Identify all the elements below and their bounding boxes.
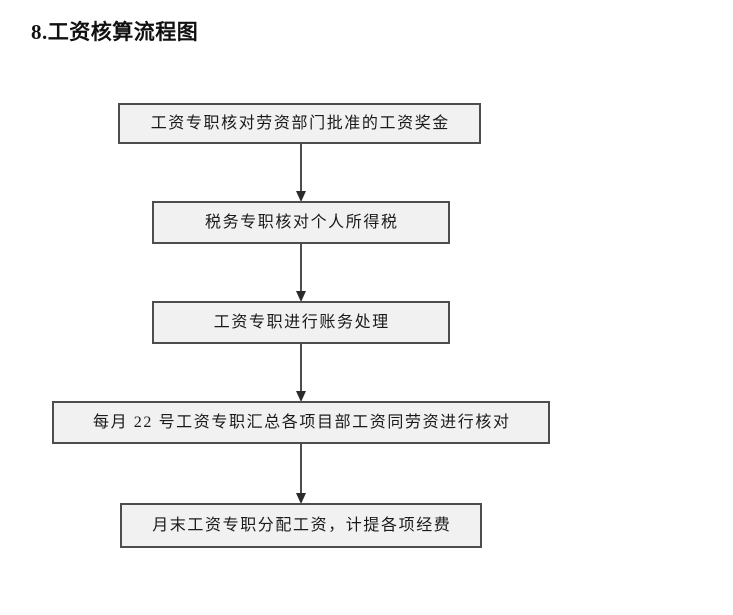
flow-node-step-3: 工资专职进行账务处理 [152,301,450,344]
flow-connector-step-4-to-step-5 [296,444,307,504]
arrow-down-icon [296,291,306,302]
flow-connector-step-2-to-step-3 [296,244,307,302]
page-title: 8.工资核算流程图 [31,20,199,44]
connector-line [300,444,302,494]
arrow-down-icon [296,191,306,202]
flow-node-label: 月末工资专职分配工资，计提各项经费 [152,516,452,534]
flow-node-label: 每月 22 号工资专职汇总各项目部工资同劳资进行核对 [92,413,511,431]
flow-node-label: 税务专职核对个人所得税 [204,213,399,231]
flow-node-step-1: 工资专职核对劳资部门批准的工资奖金 [118,103,481,144]
flow-node-step-2: 税务专职核对个人所得税 [152,201,450,244]
flow-connector-step-3-to-step-4 [296,344,307,402]
connector-line [300,344,302,392]
flow-connector-step-1-to-step-2 [296,144,307,202]
connector-line [300,244,302,292]
arrow-down-icon [296,493,306,504]
flow-node-label: 工资专职核对劳资部门批准的工资奖金 [150,114,450,132]
flow-node-label: 工资专职进行账务处理 [213,313,390,331]
flow-node-step-5: 月末工资专职分配工资，计提各项经费 [120,503,482,548]
flow-node-step-4: 每月 22 号工资专职汇总各项目部工资同劳资进行核对 [52,401,550,444]
arrow-down-icon [296,391,306,402]
connector-line [300,144,302,192]
